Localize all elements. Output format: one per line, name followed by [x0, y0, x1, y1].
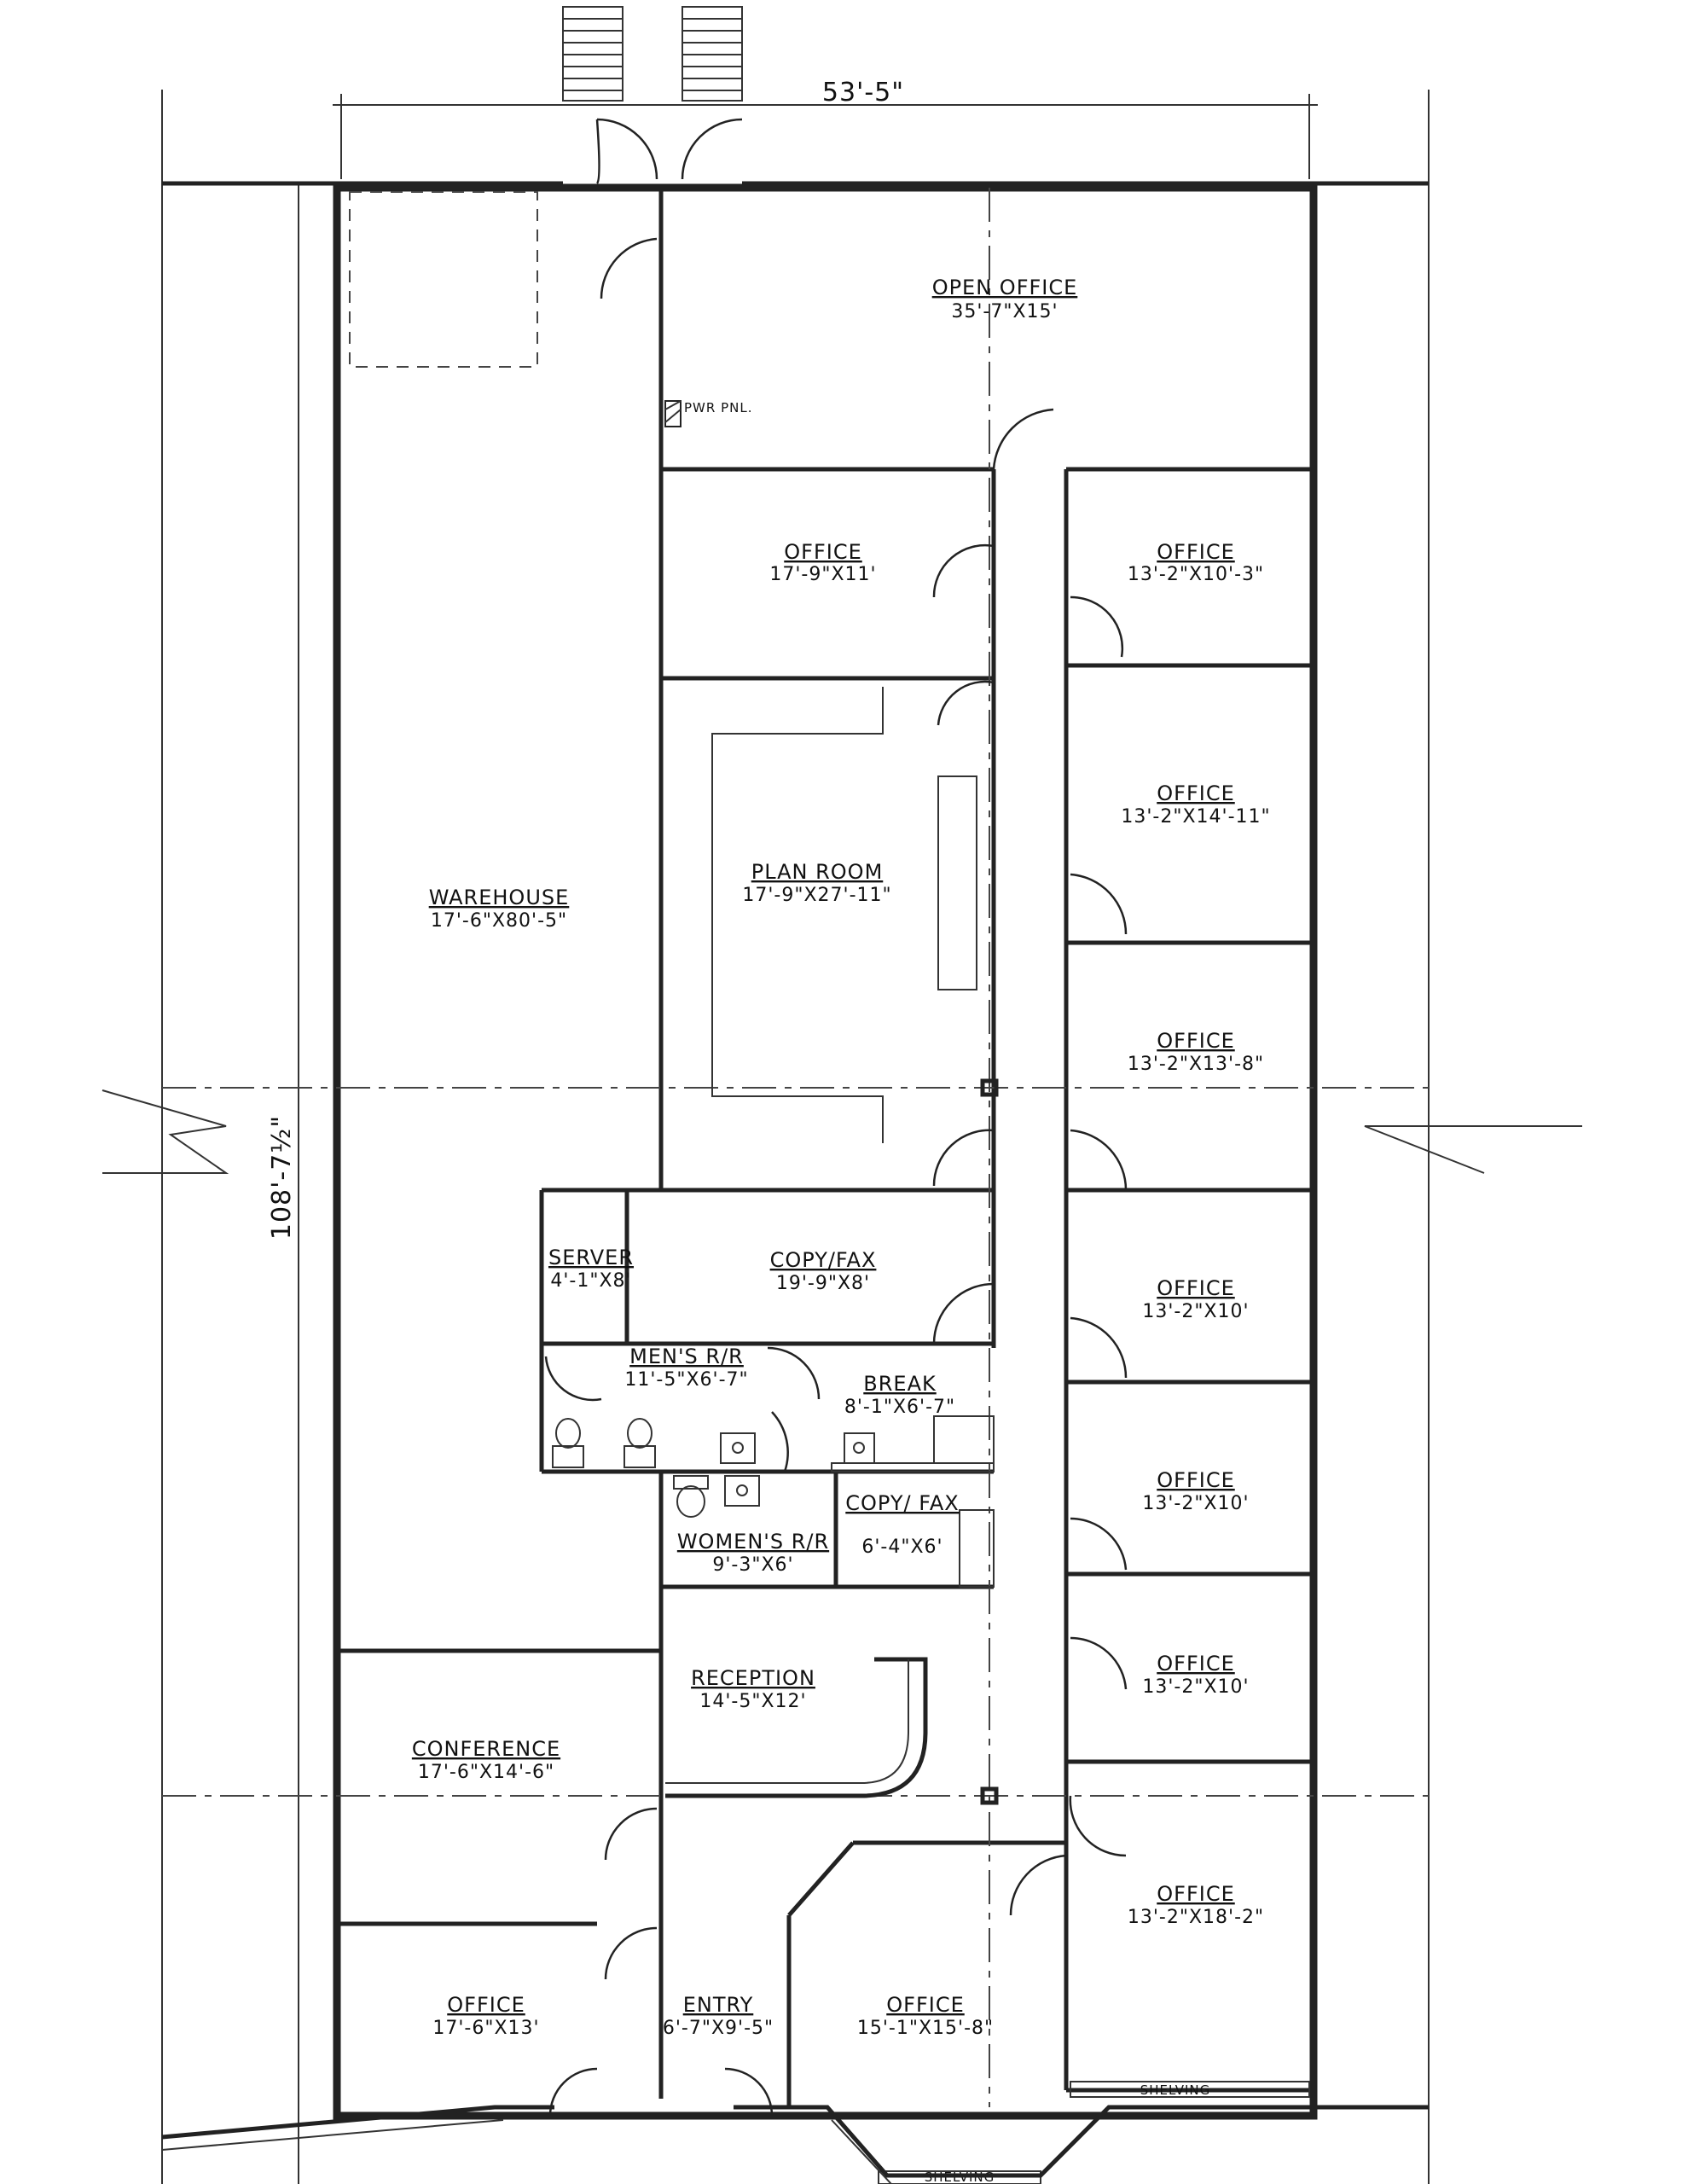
exterior-walls	[162, 181, 1429, 2120]
room-name-office-i: OFFICE	[447, 1993, 525, 2017]
room-dims-server: 4'-1"X8'	[550, 1270, 631, 1292]
room-name-office-d: OFFICE	[1157, 1029, 1235, 1053]
reception-desk-inner	[665, 1659, 909, 1784]
room-name-office-j: OFFICE	[886, 1993, 965, 2017]
room-name-copy-fax: COPY/FAX	[770, 1248, 877, 1272]
room-name-office-b: OFFICE	[1157, 540, 1235, 564]
room-dims-office-d: 13'-2"X13'-8"	[1128, 1054, 1264, 1075]
room-name-womens-rr: WOMEN'S R/R	[677, 1530, 829, 1554]
room-dims-reception: 14'-5"X12'	[699, 1691, 806, 1712]
room-name-copy-fax-2: COPY/ FAX	[845, 1491, 959, 1515]
grid-center-lines	[162, 188, 1429, 2107]
room-name-break: BREAK	[863, 1372, 937, 1396]
reception-desk	[665, 1657, 928, 1798]
overall-length-dimension: 108'-7½"	[267, 1115, 297, 1240]
exterior-stairs	[562, 6, 743, 102]
room-name-plan-room: PLAN ROOM	[751, 860, 884, 884]
room-dims-office-f: 13'-2"X10'	[1142, 1493, 1249, 1514]
bay-wall-right	[734, 2105, 1429, 2178]
warehouse-dashed-area	[349, 191, 538, 368]
room-name-reception: RECEPTION	[691, 1666, 815, 1690]
room-dims-office-j: 15'-1"X15'-8"	[857, 2018, 994, 2039]
room-name-mens-rr: MEN'S R/R	[629, 1345, 744, 1368]
room-dims-entry: 6'-7"X9'-5"	[663, 2018, 774, 2039]
room-dims-office-i: 17'-6"X13'	[432, 2018, 539, 2039]
room-dims-copy-fax: 19'-9"X8'	[776, 1273, 870, 1294]
room-dims-womens-rr: 9'-3"X6'	[712, 1554, 793, 1576]
interior-walls	[337, 188, 1314, 2107]
room-name-office-g: OFFICE	[1157, 1652, 1235, 1676]
room-name-entry: ENTRY	[683, 1993, 754, 2017]
room-dims-office-a: 17'-9"X11'	[769, 564, 876, 585]
room-dims-office-g: 13'-2"X10'	[1142, 1676, 1249, 1698]
bay-wall-left	[161, 2105, 554, 2140]
power-panel-label: PWR PNL.	[684, 400, 752, 415]
room-dims-office-b: 13'-2"X10'-3"	[1128, 564, 1264, 585]
dimension-lines	[102, 90, 1582, 2184]
room-dims-office-c: 13'-2"X14'-11"	[1121, 806, 1270, 828]
room-name-office-a: OFFICE	[784, 540, 862, 564]
overall-width-dimension: 53'-5"	[822, 78, 904, 107]
room-dims-copy-fax-2: 6'-4"X6'	[861, 1536, 942, 1558]
room-name-server: SERVER	[548, 1246, 634, 1269]
room-name-office-h: OFFICE	[1157, 1882, 1235, 1906]
room-dims-mens-rr: 11'-5"X6'-7"	[624, 1369, 748, 1391]
restroom-fixtures	[552, 1415, 995, 1588]
room-dims-office-h: 13'-2"X18'-2"	[1128, 1907, 1264, 1928]
room-dims-warehouse: 17'-6"X80'-5"	[431, 910, 567, 932]
room-dims-plan-room: 17'-9"X27'-11"	[742, 885, 891, 906]
doors	[544, 118, 1128, 2117]
room-name-office-f: OFFICE	[1157, 1468, 1235, 1492]
room-labels: OPEN OFFICE 35'-7"X15' OFFICE 17'-9"X11'…	[412, 276, 1270, 2039]
room-name-open-office: OPEN OFFICE	[932, 276, 1078, 299]
room-name-warehouse: WAREHOUSE	[429, 886, 570, 909]
room-dims-conference: 17'-6"X14'-6"	[418, 1762, 554, 1783]
room-name-conference: CONFERENCE	[412, 1737, 560, 1761]
plan-room-table	[937, 775, 977, 990]
room-dims-open-office: 35'-7"X15'	[951, 301, 1058, 322]
plan-room-counter	[711, 687, 884, 1143]
power-panel-icon	[664, 400, 682, 427]
room-dims-office-e: 13'-2"X10'	[1142, 1301, 1249, 1322]
room-dims-break: 8'-1"X6'-7"	[844, 1397, 955, 1418]
shelving-right	[1070, 2081, 1310, 2098]
shelving-right-label: SHELVING	[1140, 2082, 1211, 2098]
room-name-office-e: OFFICE	[1157, 1276, 1235, 1300]
room-name-office-c: OFFICE	[1157, 781, 1235, 805]
